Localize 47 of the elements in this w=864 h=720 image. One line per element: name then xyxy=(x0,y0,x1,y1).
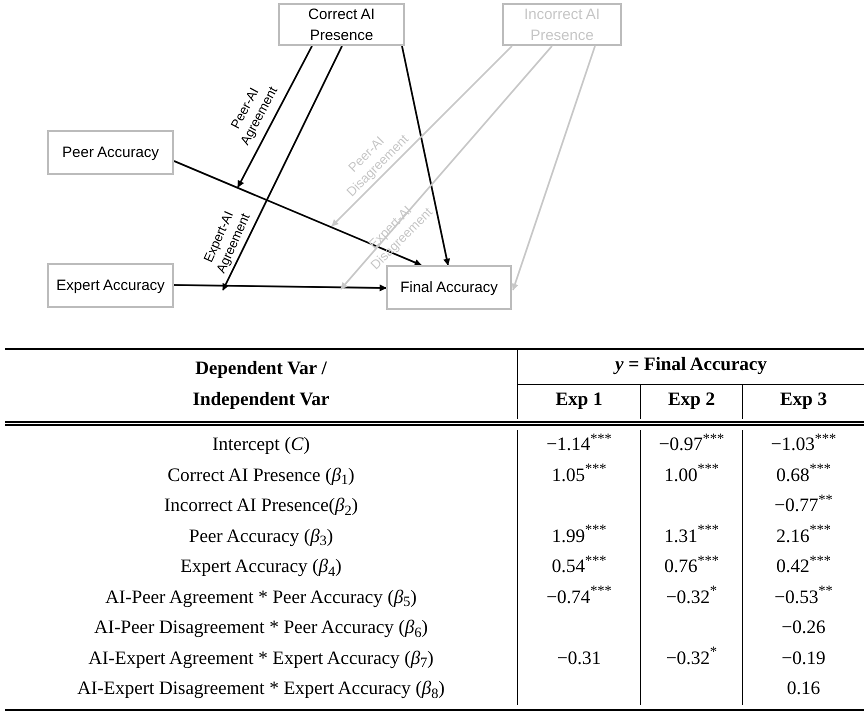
column-header: y = Final Accuracy xyxy=(615,353,767,377)
arrow xyxy=(512,46,596,291)
coefficient-value: 1.00$^{***}$ xyxy=(664,460,719,488)
coefficient-value: −0.97$^{***}$ xyxy=(658,430,724,457)
variable-box: Correct AI Presence xyxy=(278,3,405,46)
row-label: Incorrect AI Presence(β$_{2}$) xyxy=(164,494,358,521)
coefficient-value: −0.53$^{**}$ xyxy=(774,582,833,610)
arrow xyxy=(401,46,450,266)
arrow xyxy=(331,45,513,227)
row-label: Peer Accuracy (β$_{3}$) xyxy=(188,524,334,552)
row-label: Correct AI Presence (β$_{1}$) xyxy=(168,464,354,490)
variable-box: Expert Accuracy xyxy=(47,263,174,308)
variable-box: Final Accuracy xyxy=(386,265,512,310)
row-label: AI-Peer Agreement * Peer Accuracy (β$_{5}$) xyxy=(105,586,417,612)
coefficient-value: 2.16$^{***}$ xyxy=(776,522,831,548)
coefficient-value: 0.68$^{***}$ xyxy=(776,460,831,488)
row-label: AI-Expert Disagreement * Expert Accuracy (β$_{8}$) xyxy=(77,677,445,704)
arrow xyxy=(174,160,422,266)
coefficient-value: 0.16 xyxy=(786,677,820,701)
column-header: Exp 1 xyxy=(556,388,602,412)
arrow xyxy=(174,284,387,292)
coefficient-value: 0.42$^{***}$ xyxy=(776,552,831,579)
coefficient-value: −1.14$^{***}$ xyxy=(546,430,612,457)
coefficient-value: −0.31 xyxy=(557,646,601,670)
coefficient-value: −1.03$^{***}$ xyxy=(770,430,836,457)
row-label: AI-Peer Disagreement * Peer Accuracy (β$_{6}$) xyxy=(94,616,428,643)
coefficient-value: −0.77$^{**}$ xyxy=(774,491,833,518)
row-label: Expert Accuracy (β$_{4}$) xyxy=(180,555,342,582)
arrow xyxy=(237,46,313,188)
coefficient-value: 0.76$^{***}$ xyxy=(664,552,719,579)
coefficient-value: −0.19 xyxy=(782,646,826,670)
row-label: AI-Expert Agreement * Expert Accuracy (β$_{7}$) xyxy=(88,646,434,674)
column-header: Exp 2 xyxy=(668,388,715,412)
column-header: Dependent Var / Independent Var xyxy=(192,357,330,412)
arrow xyxy=(222,46,343,291)
coefficient-value: −0.74$^{***}$ xyxy=(546,582,612,610)
coefficient-value: 1.31$^{***}$ xyxy=(664,522,719,548)
coefficient-value: 0.54$^{***}$ xyxy=(552,552,606,579)
coefficient-value: 1.99$^{***}$ xyxy=(552,522,606,548)
arrow xyxy=(340,45,553,290)
coefficient-value: −0.26 xyxy=(782,616,826,640)
coefficient-value: −0.32$^{*}$ xyxy=(666,644,718,670)
row-label: Intercept (C) xyxy=(212,433,310,457)
column-header: Exp 3 xyxy=(780,388,827,412)
coefficient-value: 1.05$^{***}$ xyxy=(552,460,606,488)
coefficient-value: −0.32$^{*}$ xyxy=(666,582,718,610)
variable-box: Peer Accuracy xyxy=(47,130,174,175)
